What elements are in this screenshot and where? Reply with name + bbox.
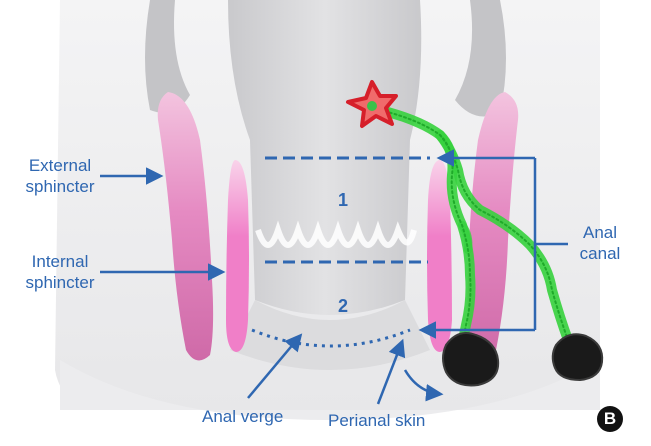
internal-sphincter-line2: sphincter (20, 272, 100, 293)
external-sphincter-line1: External (20, 155, 100, 176)
zone-2-label: 2 (338, 296, 348, 317)
anal-canal-line1: Anal (570, 222, 630, 243)
panel-badge: B (597, 406, 623, 432)
internal-sphincter-left (226, 160, 249, 352)
internal-sphincter-line1: Internal (20, 251, 100, 272)
tissue-background (55, 0, 600, 420)
anal-verge-label: Anal verge (202, 406, 283, 427)
external-sphincter-line2: sphincter (20, 176, 100, 197)
anal-canal-line2: canal (570, 243, 630, 264)
anal-canal-label: Anal canal (570, 222, 630, 264)
internal-sphincter-label: Internal sphincter (20, 251, 100, 293)
zone-1-label: 1 (338, 190, 348, 211)
perianal-skin-label: Perianal skin (328, 410, 425, 431)
external-opening-right-icon (553, 334, 602, 380)
external-sphincter-label: External sphincter (20, 155, 100, 197)
